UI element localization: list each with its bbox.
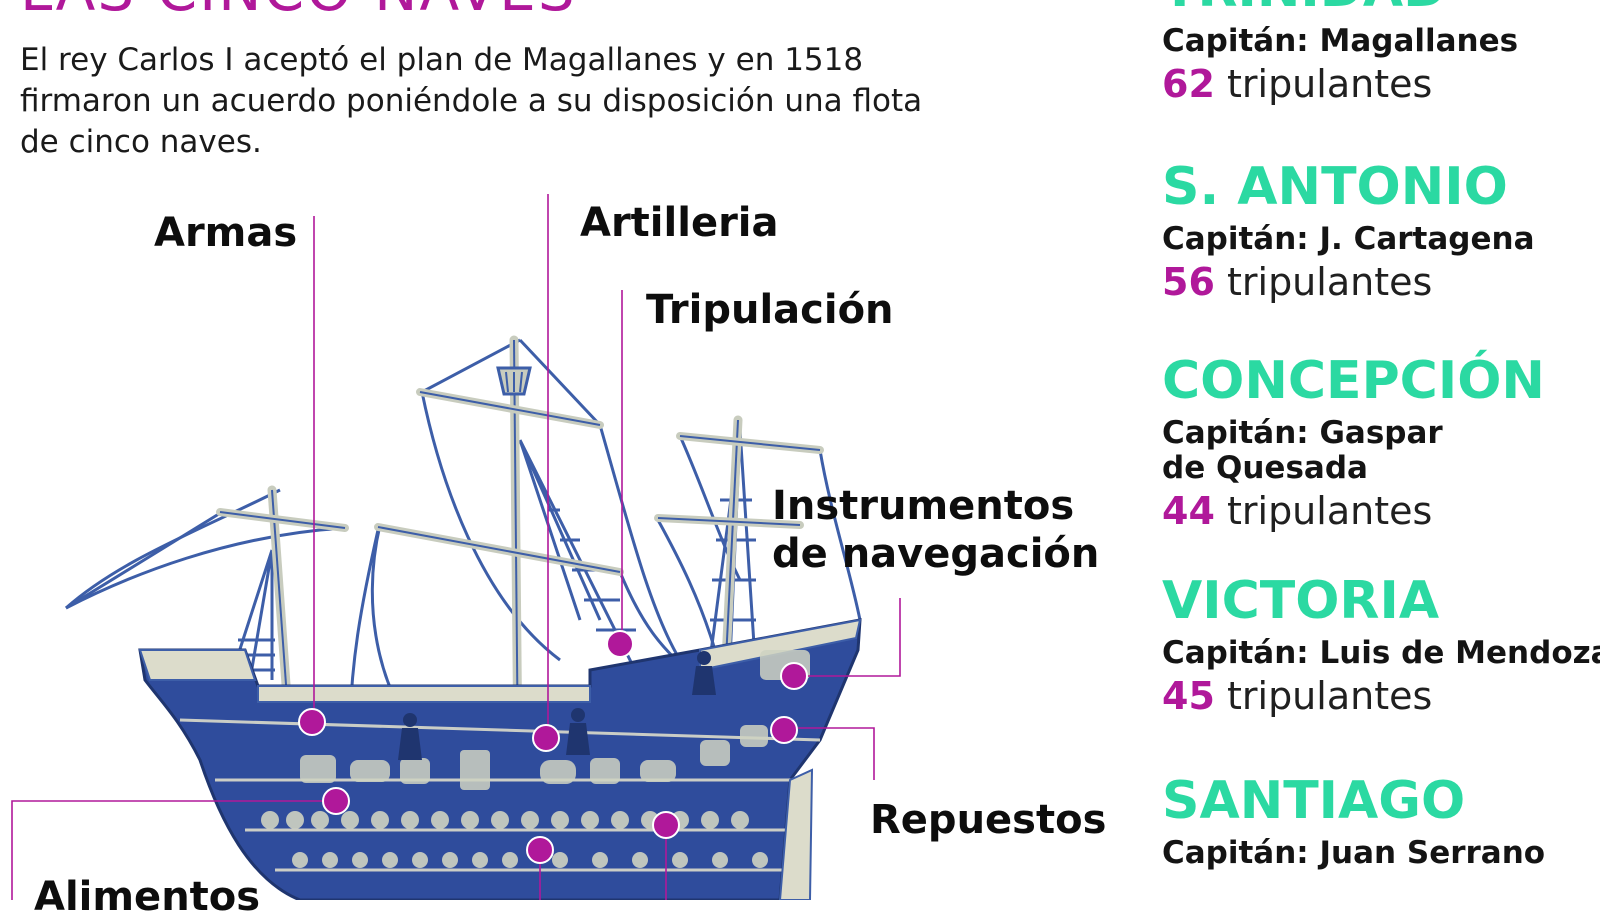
- crew-unit: tripulantes: [1226, 260, 1433, 304]
- label-repuestos: Repuestos: [870, 797, 1107, 843]
- crew-unit: tripulantes: [1226, 489, 1433, 533]
- label-instrumentos-navegacion: Instrumentos de navegación: [772, 482, 1099, 578]
- ship-captain: Capitán: Juan Serrano: [1162, 835, 1546, 871]
- marker-repuestos: [770, 716, 798, 744]
- ship-captain: Capitán: J. Cartagena: [1162, 221, 1535, 257]
- label-alimentos: Alimentos: [34, 874, 261, 920]
- ship-entry-concepcion: CONCEPCIÓN Capitán: Gaspar de Quesada 44…: [1162, 352, 1545, 534]
- hull: [138, 618, 862, 900]
- marker-alimentos: [322, 787, 350, 815]
- ship-name: CONCEPCIÓN: [1162, 351, 1545, 411]
- ship-name: S. ANTONIO: [1162, 157, 1508, 217]
- ship-name: SANTIAGO: [1162, 771, 1466, 831]
- marker-tripulacion: [606, 630, 634, 658]
- label-artilleria: Artilleria: [580, 200, 779, 246]
- crew-count: 56: [1162, 260, 1215, 304]
- ship-entry-victoria: VICTORIA Capitán: Luis de Mendoza 45 tri…: [1162, 572, 1600, 719]
- crows-nest: [496, 366, 532, 396]
- ship-captain: Capitán: Luis de Mendoza: [1162, 635, 1600, 671]
- label-instrumentos-line1: Instrumentos: [772, 483, 1075, 529]
- page-title: LAS CINCO NAVES: [20, 0, 577, 24]
- ship-crew: 45 tripulantes: [1162, 673, 1600, 719]
- crew-unit: tripulantes: [1226, 62, 1433, 106]
- ship-captain: Capitán: Magallanes: [1162, 23, 1519, 59]
- marker-popa: [652, 811, 680, 839]
- ship-entry-trinidad: TRINIDAD Capitán: Magallanes 62 tripulan…: [1162, 0, 1518, 107]
- label-instrumentos-line2: de navegación: [772, 531, 1100, 577]
- ship-entry-santiago: SANTIAGO Capitán: Juan Serrano: [1162, 772, 1545, 871]
- label-tripulacion: Tripulación: [646, 287, 894, 333]
- leader-lines: [11, 194, 901, 900]
- marker-artilleria: [532, 724, 560, 752]
- ship-crew: 44 tripulantes: [1162, 488, 1545, 534]
- ship-illustration: [11, 194, 901, 900]
- ship-crew: 62 tripulantes: [1162, 61, 1518, 107]
- ship-entry-san-antonio: S. ANTONIO Capitán: J. Cartagena 56 trip…: [1162, 158, 1534, 305]
- markers: [298, 630, 808, 864]
- marker-instrumentos: [780, 662, 808, 690]
- label-armas: Armas: [154, 210, 298, 256]
- ship-captain: Capitán: Gaspar de Quesada: [1162, 415, 1443, 486]
- crew-count: 62: [1162, 62, 1215, 106]
- crew-count: 44: [1162, 489, 1215, 533]
- marker-bodega: [526, 836, 554, 864]
- crew-unit: tripulantes: [1226, 674, 1433, 718]
- intro-paragraph: El rey Carlos I aceptó el plan de Magall…: [20, 42, 923, 160]
- ship-name: TRINIDAD: [1162, 0, 1518, 18]
- ship-crew: 56 tripulantes: [1162, 259, 1534, 305]
- marker-armas: [298, 708, 326, 736]
- crew-count: 45: [1162, 674, 1215, 718]
- ship-name: VICTORIA: [1162, 571, 1440, 631]
